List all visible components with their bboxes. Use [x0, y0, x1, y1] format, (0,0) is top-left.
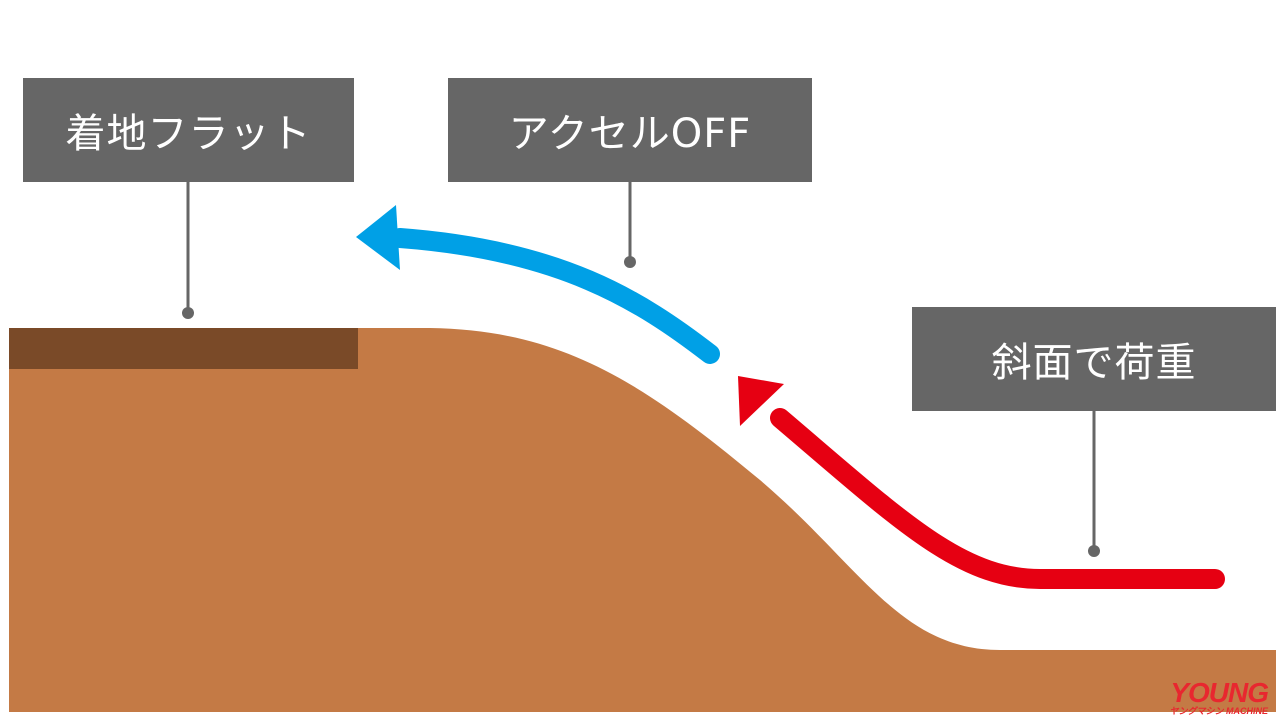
ground-hill	[9, 328, 1276, 712]
logo-main-text: YOUNG	[1170, 677, 1269, 708]
throttle-off-arrow-shaft	[390, 228, 720, 364]
throttle-off-arrow-head	[356, 205, 400, 270]
landing-connector-dot	[182, 307, 194, 319]
slope-load-arrow-shaft	[770, 408, 1225, 589]
throttle-off-label-text: アクセルOFF	[508, 111, 752, 157]
young-machine-logo: YOUNG ヤングマシン MACHINE	[1170, 679, 1269, 716]
landing-flat-label: 着地フラット	[23, 78, 354, 182]
throttle-connector-dot	[624, 256, 636, 268]
slope-load-label-text: 斜面で荷重	[991, 340, 1197, 386]
slope-load-arrow-head	[738, 376, 784, 426]
landing-flat-strip	[9, 328, 358, 369]
logo-sub-text: ヤングマシン MACHINE	[1169, 706, 1269, 716]
slope-load-label: 斜面で荷重	[912, 307, 1276, 411]
landing-flat-label-text: 着地フラット	[65, 111, 312, 157]
slope-connector-dot	[1088, 545, 1100, 557]
throttle-off-label: アクセルOFF	[448, 78, 812, 182]
